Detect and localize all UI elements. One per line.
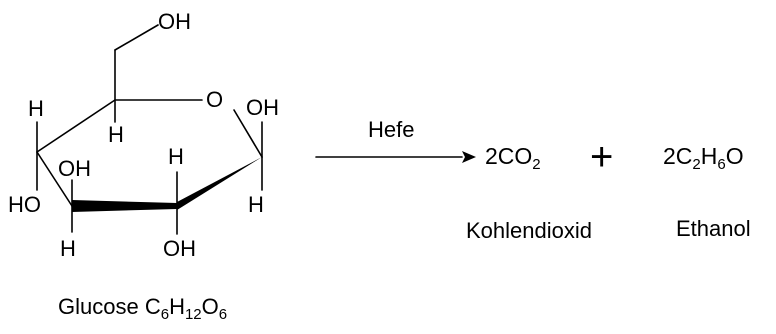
atom-oh-ch2: OH	[158, 9, 191, 34]
atom-ho-c4: HO	[8, 192, 41, 217]
formula-symbol: H	[169, 294, 185, 319]
bond-ring-o-c1	[233, 109, 263, 158]
formula-subscript: 6	[160, 306, 170, 323]
bond-c2-c1-wedge	[177, 157, 262, 210]
atom-h-c5: H	[108, 122, 124, 147]
formula-subscript: 6	[717, 156, 726, 173]
formula-symbol: 2C	[663, 143, 693, 169]
reaction-arrowhead	[462, 151, 476, 163]
bond-c3-c2-bold	[72, 200, 177, 212]
glucose-name: Glucose	[58, 294, 139, 319]
atom-oh-c1: OH	[246, 95, 279, 120]
glucose-label: Glucose C6H12O6	[58, 294, 227, 323]
formula-subscript: 6	[218, 306, 228, 323]
product-formula-co2: 2CO2	[485, 143, 541, 173]
formula-symbol: O	[725, 143, 744, 169]
formula-symbol: O	[201, 294, 219, 319]
plus-sign: +	[590, 135, 614, 179]
arrow-label-hefe: Hefe	[368, 117, 415, 142]
bond-c4-c3	[36, 151, 73, 207]
atom-ring-oxygen: O	[206, 87, 224, 112]
atom-h-c3: H	[60, 236, 76, 261]
formula-subscript: 2	[532, 156, 541, 173]
formula-subscript: 2	[692, 156, 701, 173]
atom-h-c1: H	[248, 192, 264, 217]
bond-c5-c4	[36, 99, 116, 153]
bond-ch2-oh	[114, 24, 159, 51]
atom-oh-c2: OH	[163, 236, 196, 261]
atom-h-c4: H	[28, 96, 44, 121]
formula-symbol: 2CO	[485, 143, 533, 169]
product-formula-ethanol: 2C2H6O	[663, 143, 744, 173]
product-name-ethanol: Ethanol	[676, 216, 751, 241]
formula-symbol: H	[700, 143, 718, 169]
glucose-formula: C6H12O6	[144, 294, 227, 323]
formula-subscript: 12	[184, 306, 202, 323]
formula-symbol: C	[144, 294, 161, 319]
atom-oh-c3: OH	[58, 156, 91, 181]
atom-h-c2: H	[168, 144, 184, 169]
product-name-kohlendioxid: Kohlendioxid	[466, 218, 592, 243]
